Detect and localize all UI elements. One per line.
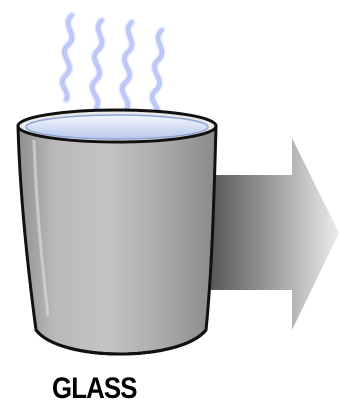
glass-body	[18, 126, 216, 354]
glass-label: GLASS	[52, 372, 224, 406]
glass-cup-icon	[18, 110, 216, 354]
water-surface	[26, 115, 208, 139]
steam-icon	[62, 15, 162, 116]
